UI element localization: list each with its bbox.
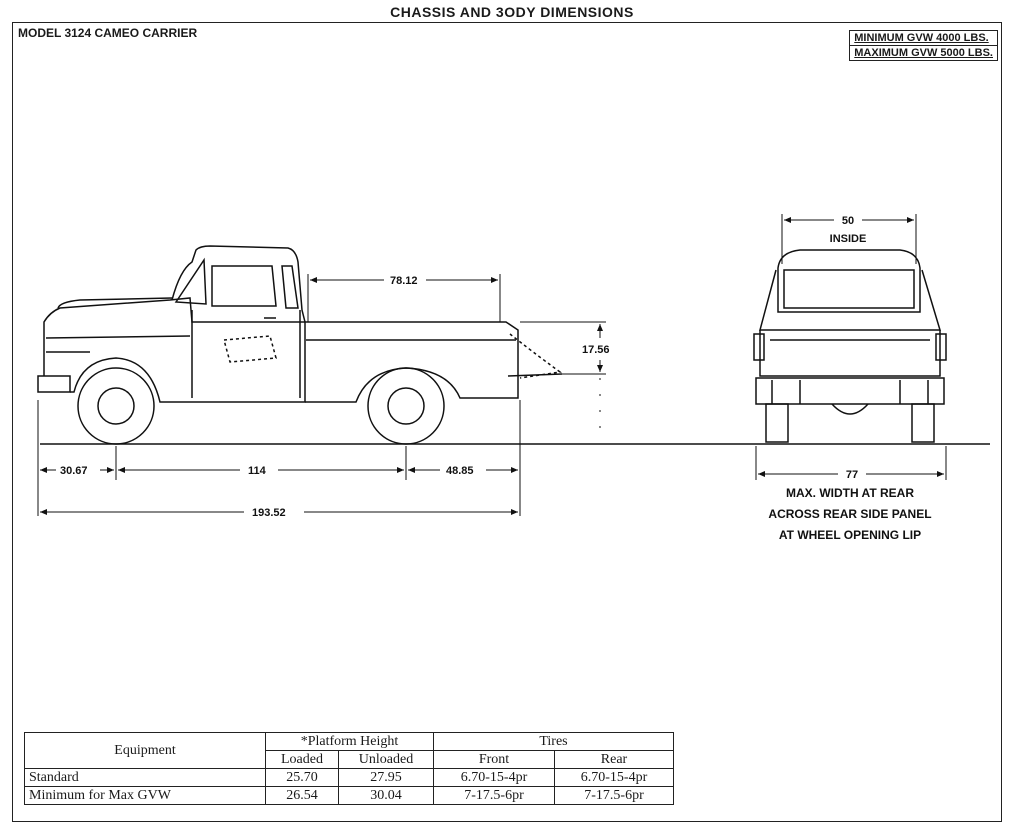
dim-front-overhang: 30.67: [60, 465, 88, 477]
drawing-frame: [12, 22, 1002, 822]
max-width-note-line-3: AT WHEEL OPENING LIP: [779, 528, 921, 542]
dim-inside-width: 50: [842, 215, 854, 227]
row-equipment: Standard: [24, 768, 266, 787]
rear-dimension-lines: [755, 214, 947, 480]
cab-body: [43, 297, 306, 403]
inner-panel: [223, 335, 277, 363]
rear-cab-window: [281, 265, 299, 309]
row-rear-tire: 6.70-15-4pr: [554, 768, 674, 787]
header-rear: Rear: [554, 750, 674, 769]
header-tires: Tires: [433, 732, 674, 751]
side-dimension-lines: [37, 274, 606, 516]
gvw-box: MINIMUM GVW 4000 LBS. MAXIMUM GVW 5000 L…: [849, 30, 998, 61]
rear-window: [783, 269, 915, 309]
model-title: MODEL 3124 CAMEO CARRIER: [18, 26, 198, 40]
front-wheel: [77, 367, 155, 445]
table-subheader-row: Loaded Unloaded Front Rear: [25, 750, 674, 769]
header-loaded: Loaded: [265, 750, 339, 769]
spare-tire: [831, 403, 869, 415]
truck-rear-view: [753, 249, 947, 443]
hood: [57, 297, 173, 309]
table-row: Minimum for Max GVW 26.54 30.04 7-17.5-6…: [24, 786, 674, 805]
gvw-min-label: MINIMUM GVW 4000 LBS.: [854, 32, 989, 44]
row-loaded: 25.70: [265, 768, 339, 787]
pickup-bed: [305, 321, 519, 403]
max-width-note-line-1: MAX. WIDTH AT REAR: [786, 486, 914, 500]
rear-bumper: [755, 377, 945, 405]
cab-roof: [171, 245, 306, 323]
row-front-tire: 7-17.5-6pr: [433, 786, 555, 805]
dim-overall-length: 193.52: [252, 507, 286, 519]
dim-wheelbase: 114: [248, 465, 267, 477]
page-title: CHASSIS AND 3ODY DIMENSIONS: [390, 4, 634, 20]
front-bumper: [37, 375, 71, 393]
row-unloaded: 30.04: [338, 786, 434, 805]
row-loaded: 26.54: [265, 786, 339, 805]
dim-max-width: 77: [846, 469, 858, 481]
door-lines: [191, 310, 301, 398]
truck-side-view: [37, 245, 563, 445]
dim-box-length: 78.12: [390, 275, 418, 287]
tailgate-open: [509, 333, 562, 379]
windshield: [174, 257, 207, 305]
table-row: Standard 25.70 27.95 6.70-15-4pr 6.70-15…: [24, 768, 674, 787]
row-unloaded: 27.95: [338, 768, 434, 787]
dim-side-height: 17.56: [582, 344, 610, 356]
rear-wheel: [367, 367, 445, 445]
header-equipment: Equipment: [24, 732, 266, 769]
inside-label: INSIDE: [830, 233, 867, 245]
tailgate: [759, 330, 941, 377]
row-front-tire: 6.70-15-4pr: [433, 768, 555, 787]
header-front: Front: [433, 750, 555, 769]
bumper-brackets: [771, 380, 929, 404]
header-unloaded: Unloaded: [338, 750, 434, 769]
row-equipment: Minimum for Max GVW: [24, 786, 266, 805]
rear-bed-sides: [759, 269, 942, 331]
rear-tires: [765, 403, 935, 443]
dim-rear-overhang: 48.85: [446, 465, 474, 477]
body-trim: [45, 335, 191, 353]
door-window: [211, 265, 277, 307]
header-platform-height: *Platform Height: [265, 732, 434, 751]
gvw-max-label: MAXIMUM GVW 5000 LBS.: [850, 45, 997, 60]
rear-cab: [777, 249, 921, 313]
max-width-note-line-2: ACROSS REAR SIDE PANEL: [768, 507, 931, 521]
table-header-row: Equipment *Platform Height Tires: [24, 732, 674, 769]
row-rear-tire: 7-17.5-6pr: [554, 786, 674, 805]
tailgate-edge: [507, 373, 563, 377]
front-hub: [97, 387, 135, 425]
rear-hub: [387, 387, 425, 425]
specs-table: Equipment *Platform Height Tires Loaded …: [24, 732, 674, 805]
tail-lights: [753, 333, 947, 361]
